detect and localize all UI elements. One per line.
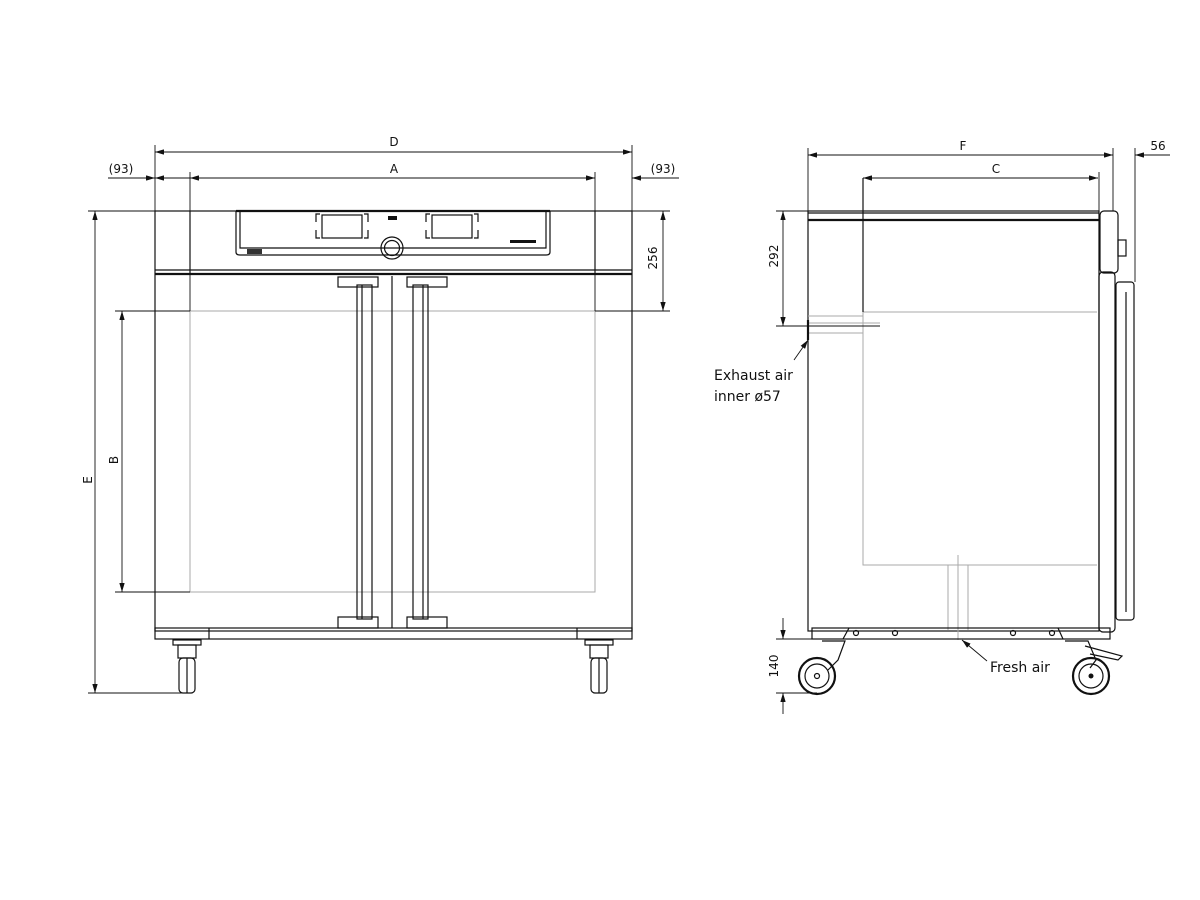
dim-D: D <box>389 135 398 149</box>
dim-292: 292 <box>767 245 781 268</box>
display-right <box>431 214 473 239</box>
dim-C: C <box>992 162 1000 176</box>
dim-56: 56 <box>1150 139 1165 153</box>
port-icon <box>247 249 262 254</box>
control-panel <box>235 209 551 260</box>
dim-256: 256 <box>646 247 660 270</box>
front-view: D A (93) (93) E B 256 <box>81 135 679 694</box>
door-handle-left <box>337 276 379 629</box>
caster-front-right <box>584 639 614 694</box>
control-knob <box>380 236 404 260</box>
dim-right-offset: (93) <box>651 162 676 176</box>
caster-front-left <box>172 639 202 694</box>
dim-A: A <box>390 162 399 176</box>
side-cabinet-outline <box>807 210 1100 632</box>
caster-side-front <box>1065 640 1124 696</box>
caster-side-rear <box>797 640 846 696</box>
dim-B: B <box>107 456 121 464</box>
side-door <box>1098 210 1135 633</box>
side-plinth <box>811 627 1111 640</box>
display-left <box>321 214 363 239</box>
exhaust-diameter-label: inner ø57 <box>714 389 781 405</box>
dim-140: 140 <box>767 655 781 678</box>
dim-F: F <box>960 139 967 153</box>
dim-E: E <box>81 476 95 484</box>
indicator-icon <box>388 216 397 220</box>
fresh-air-label: Fresh air <box>990 660 1050 676</box>
plinth <box>154 627 633 640</box>
side-view: F C 56 292 140 Exhaust air inner ø57 Fre… <box>714 139 1170 714</box>
door-handle-right <box>406 276 448 629</box>
brand-logo <box>510 240 536 243</box>
dim-left-offset: (93) <box>109 162 134 176</box>
exhaust-air-label: Exhaust air <box>714 368 793 384</box>
